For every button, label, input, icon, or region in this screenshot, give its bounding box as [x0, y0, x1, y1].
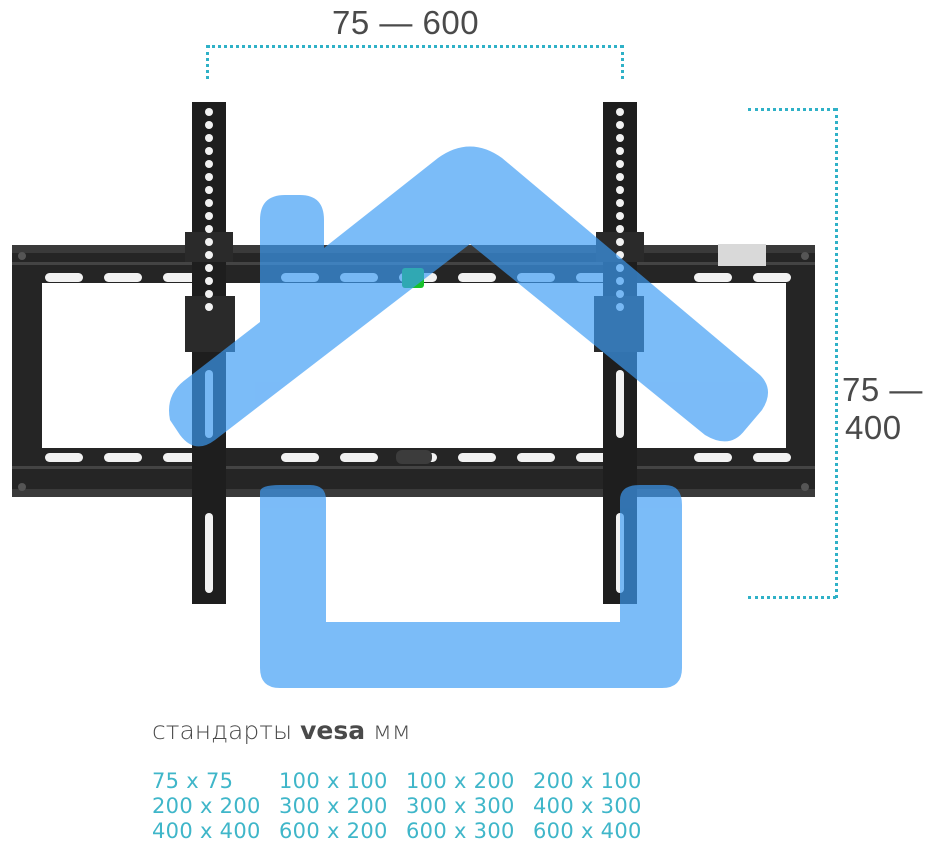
vesa-size: 300 x 200 [279, 794, 388, 818]
width-range-label: 75 — 600 [332, 4, 480, 41]
logo-plate [396, 450, 432, 464]
vesa-size: 200 x 100 [533, 769, 642, 793]
vesa-size: 75 x 75 [152, 769, 234, 793]
vesa-size: 600 x 200 [279, 819, 388, 843]
house-icon [169, 146, 769, 688]
height-range-label-line2: 400 [845, 409, 902, 446]
vesa-sizes-grid: 75 x 75 100 x 100 100 x 200 200 x 100 20… [152, 770, 660, 843]
vesa-size: 600 x 400 [533, 819, 642, 843]
vesa-size: 300 x 300 [406, 794, 515, 818]
height-range-label-line1: 75 — [842, 371, 923, 408]
vesa-size: 400 x 400 [152, 819, 261, 843]
vesa-standards-title: стандарты vesa мм [152, 716, 411, 745]
vesa-title-suffix: мм [373, 716, 411, 745]
vesa-size: 600 x 300 [406, 819, 515, 843]
product-label-sticker [718, 244, 766, 266]
vesa-size: 200 x 200 [152, 794, 261, 818]
vesa-size: 100 x 200 [406, 769, 515, 793]
vesa-size: 400 x 300 [533, 794, 642, 818]
vesa-size: 100 x 100 [279, 769, 388, 793]
vesa-title-bold: vesa [300, 716, 366, 745]
vesa-title-prefix: стандарты [152, 716, 293, 745]
